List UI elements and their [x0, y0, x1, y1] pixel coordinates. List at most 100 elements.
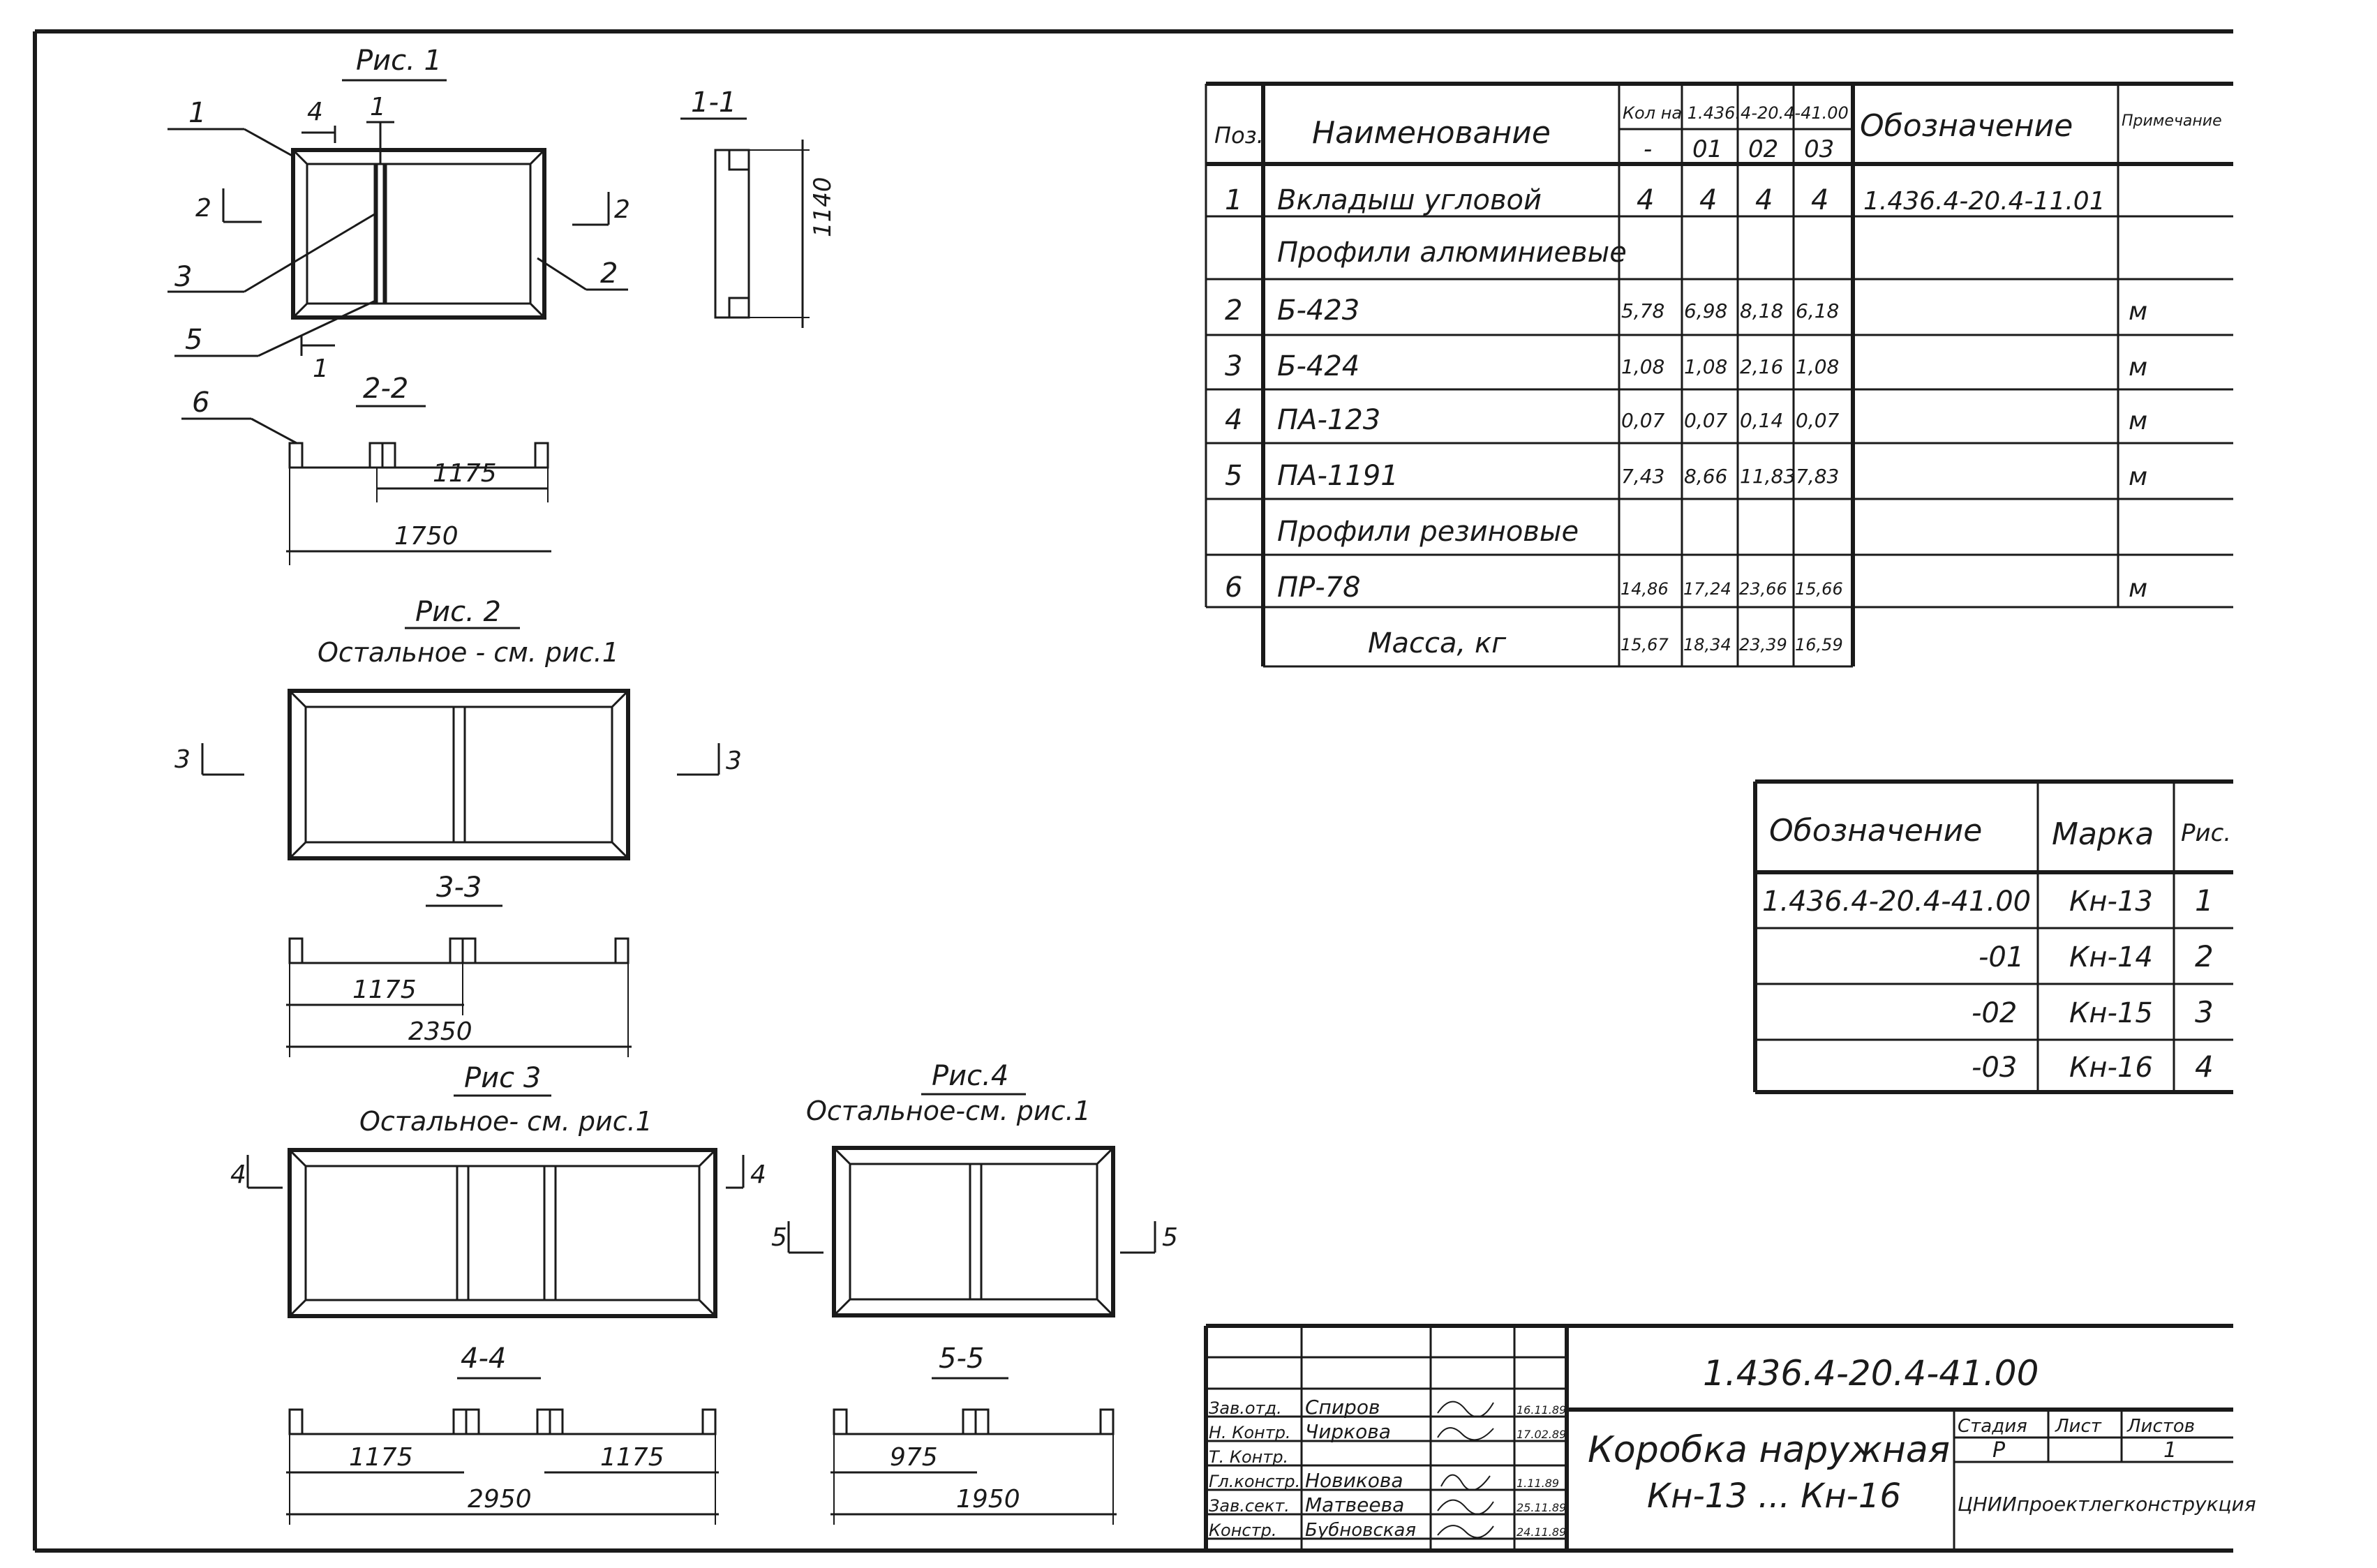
- specification-table: Поз. Наименование Кол на 1.436.4-20.4-41…: [1205, 82, 2233, 668]
- spec-qty: 8,66: [1684, 465, 1727, 488]
- figure-3: Рис 3 Остальное- см. рис.1 4 4: [230, 1062, 766, 1318]
- variant-designation: -02: [1972, 997, 2017, 1029]
- spec-qty: 0,07: [1796, 409, 1840, 432]
- staff-row-1: Зав.отд. Спиров 16.11.89: [1209, 1396, 1566, 1419]
- sheet-frame: [33, 29, 2233, 1553]
- sheet-label: Лист: [2055, 1416, 2102, 1437]
- spec-designation: 1.436.4-20.4-11.01: [1863, 187, 2106, 216]
- spec-qty: 11,83: [1740, 465, 1796, 488]
- spec-qty: 23,66: [1739, 579, 1787, 599]
- section-mark-5-right: 5: [1162, 1223, 1178, 1252]
- staff-date: 24.11.89: [1517, 1525, 1566, 1539]
- staff-row-4: Гл.констр. Новикова 1.11.89: [1209, 1469, 1559, 1492]
- col-header-name: Наименование: [1312, 115, 1551, 151]
- spec-note: м: [2129, 407, 2147, 435]
- figure-1-title: Рис. 1: [356, 45, 442, 77]
- spec-qty: 5,78: [1621, 299, 1664, 322]
- figure-3-note: Остальное- см. рис.1: [359, 1106, 653, 1137]
- section-2-2-title: 2-2: [363, 373, 408, 405]
- spec-qty: 0,07: [1684, 409, 1728, 432]
- section-4-4-dim-3: 2950: [468, 1485, 532, 1514]
- doc-title-line1: Коробка наружная: [1588, 1429, 1950, 1471]
- section-2-2: 6 2-2 1175 1750: [181, 373, 551, 565]
- variants-header-mark: Марка: [2052, 816, 2154, 852]
- callout-4: 1: [370, 93, 386, 121]
- callout-5: 5: [185, 324, 202, 356]
- spec-name: Б-423: [1277, 294, 1359, 327]
- spec-qty: 6,98: [1684, 299, 1727, 322]
- spec-qty: 1,08: [1796, 355, 1839, 378]
- spec-pos: 6: [1225, 572, 1242, 604]
- staff-role: Т. Контр.: [1209, 1447, 1288, 1467]
- section-4-4: 4-4 1175 1175 2950: [286, 1343, 719, 1525]
- variant-designation: -03: [1972, 1052, 2017, 1084]
- section-1-1-dim: 1140: [809, 177, 837, 237]
- col-header-qty-3: 03: [1804, 135, 1834, 163]
- signature-icon: [1437, 1401, 1494, 1418]
- spec-row-4: 4 ПА-123 0,07 0,07 0,14 0,07 м: [1225, 404, 2147, 436]
- spec-mass-row: Масса, кг 15,67 18,34 23,39 16,59: [1368, 627, 1843, 659]
- spec-note: м: [2129, 297, 2147, 326]
- spec-pos: 5: [1225, 460, 1242, 492]
- spec-note: м: [2129, 463, 2147, 491]
- section-mark-5-left: 5: [771, 1223, 787, 1252]
- spec-pos: 4: [1225, 404, 1242, 436]
- section-3-3-dim-1: 1175: [352, 976, 417, 1004]
- variants-row-4: -03 Кн-16 4: [1972, 1050, 2214, 1084]
- section-mark-3-right: 3: [726, 747, 742, 775]
- spec-group-title: Профили резиновые: [1277, 516, 1579, 548]
- figure-4-note: Остальное-см. рис.1: [806, 1096, 1091, 1126]
- section-mark-3-left: 3: [174, 745, 191, 774]
- spec-qty: 1,08: [1684, 355, 1727, 378]
- section-3-3: 3-3 1175 2350: [286, 872, 632, 1057]
- spec-name: ПР-78: [1277, 572, 1361, 604]
- signature-icon: [1437, 1499, 1494, 1515]
- section-1-1: 1-1 1140: [680, 87, 837, 328]
- variant-mark: Кн-14: [2069, 941, 2153, 973]
- staff-name: Бубновская: [1305, 1520, 1416, 1541]
- figure-2: Рис. 2 Остальное - см. рис.1 3 3: [174, 596, 742, 860]
- col-header-qty-0: -: [1644, 135, 1652, 163]
- spec-pos: 2: [1225, 294, 1242, 327]
- staff-name: Матвеева: [1305, 1493, 1404, 1516]
- col-header-designation: Обозначение: [1860, 108, 2073, 144]
- section-5-5-dim-1: 975: [890, 1443, 938, 1472]
- doc-title-line2: Кн-13 ... Кн-16: [1647, 1477, 1901, 1516]
- spec-name: Б-424: [1277, 350, 1359, 382]
- mass-value: 16,59: [1795, 635, 1843, 655]
- section-2-2-dim-1: 1175: [433, 459, 497, 488]
- signature-icon: [1440, 1474, 1491, 1491]
- col-header-qty-1: 01: [1692, 135, 1722, 163]
- variants-header-fig: Рис.: [2181, 819, 2231, 847]
- spec-note: м: [2129, 574, 2147, 603]
- staff-role: Н. Контр.: [1209, 1423, 1291, 1442]
- mass-label: Масса, кг: [1368, 627, 1507, 659]
- staff-row-5: Зав.сект. Матвеева 25.11.89: [1209, 1493, 1566, 1516]
- variants-row-3: -02 Кн-15 3: [1972, 995, 2214, 1029]
- spec-qty: 4: [1699, 184, 1717, 216]
- spec-qty: 2,16: [1740, 355, 1783, 378]
- sheets-value: 1: [2163, 1438, 2177, 1463]
- staff-role: Констр.: [1209, 1521, 1276, 1540]
- signature-icon: [1437, 1427, 1494, 1441]
- section-5-5-dim-2: 1950: [956, 1485, 1020, 1514]
- figure-2-note: Остальное - см. рис.1: [318, 637, 619, 668]
- staff-date: 17.02.89: [1517, 1428, 1566, 1441]
- variants-row-1: 1.436.4-20.4-41.00 Кн-13 1: [1762, 883, 2214, 918]
- callout-2: 2: [600, 257, 618, 290]
- organization: ЦНИИпроектлегконструкция: [1958, 1493, 2256, 1516]
- staff-name: Чиркова: [1305, 1420, 1391, 1443]
- spec-row-2: 2 Б-423 5,78 6,98 8,18 6,18 м: [1225, 294, 2147, 327]
- variant-fig: 4: [2195, 1050, 2214, 1084]
- staff-row-2: Н. Контр. Чиркова 17.02.89: [1209, 1420, 1566, 1443]
- mass-value: 23,39: [1739, 635, 1787, 655]
- spec-qty: 7,83: [1796, 465, 1839, 488]
- section-4-4-dim-2: 1175: [600, 1443, 664, 1472]
- section-mark-4-right: 4: [750, 1160, 766, 1189]
- spec-qty: 6,18: [1796, 299, 1839, 322]
- spec-qty: 4: [1811, 184, 1828, 216]
- spec-qty: 0,07: [1621, 409, 1665, 432]
- spec-row-1: 1 Вкладыш угловой 4 4 4 4 1.436.4-20.4-1…: [1225, 184, 2106, 216]
